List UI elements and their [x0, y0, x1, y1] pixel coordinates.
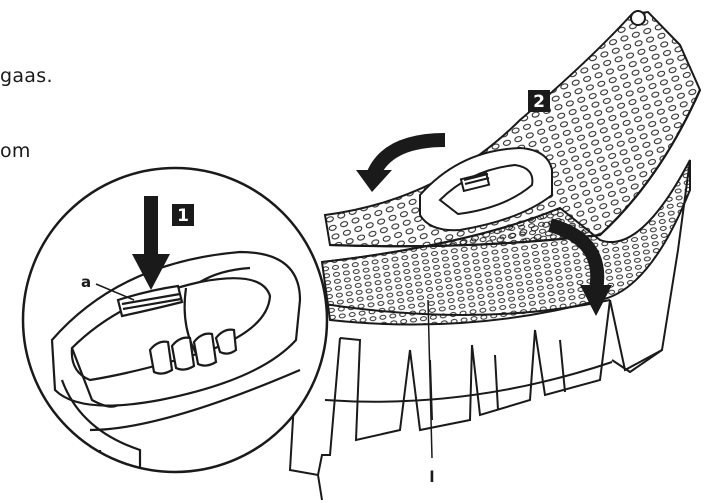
hinge-knob — [630, 10, 646, 26]
svg-text:1: 1 — [177, 206, 189, 226]
svg-text:l: l — [429, 468, 434, 486]
zoom-detail: 1 a — [21, 166, 329, 474]
svg-text:2: 2 — [533, 92, 545, 112]
callout-mesh: l — [427, 299, 435, 486]
svg-text:a: a — [81, 273, 91, 291]
filter-latch — [419, 146, 553, 232]
callout-release-button: a — [81, 273, 135, 301]
instruction-line-1: gaas. — [0, 65, 53, 87]
instruction-text-fragment: gaas. om — [0, 14, 53, 189]
step-badge-2: 2 — [528, 90, 550, 112]
instruction-line-2: om — [0, 140, 31, 162]
step-badge-1: 1 — [172, 204, 194, 226]
press-arrow-icon — [132, 196, 170, 290]
open-arrow-icon — [356, 133, 446, 192]
fold-down-arrow-icon — [547, 218, 612, 316]
